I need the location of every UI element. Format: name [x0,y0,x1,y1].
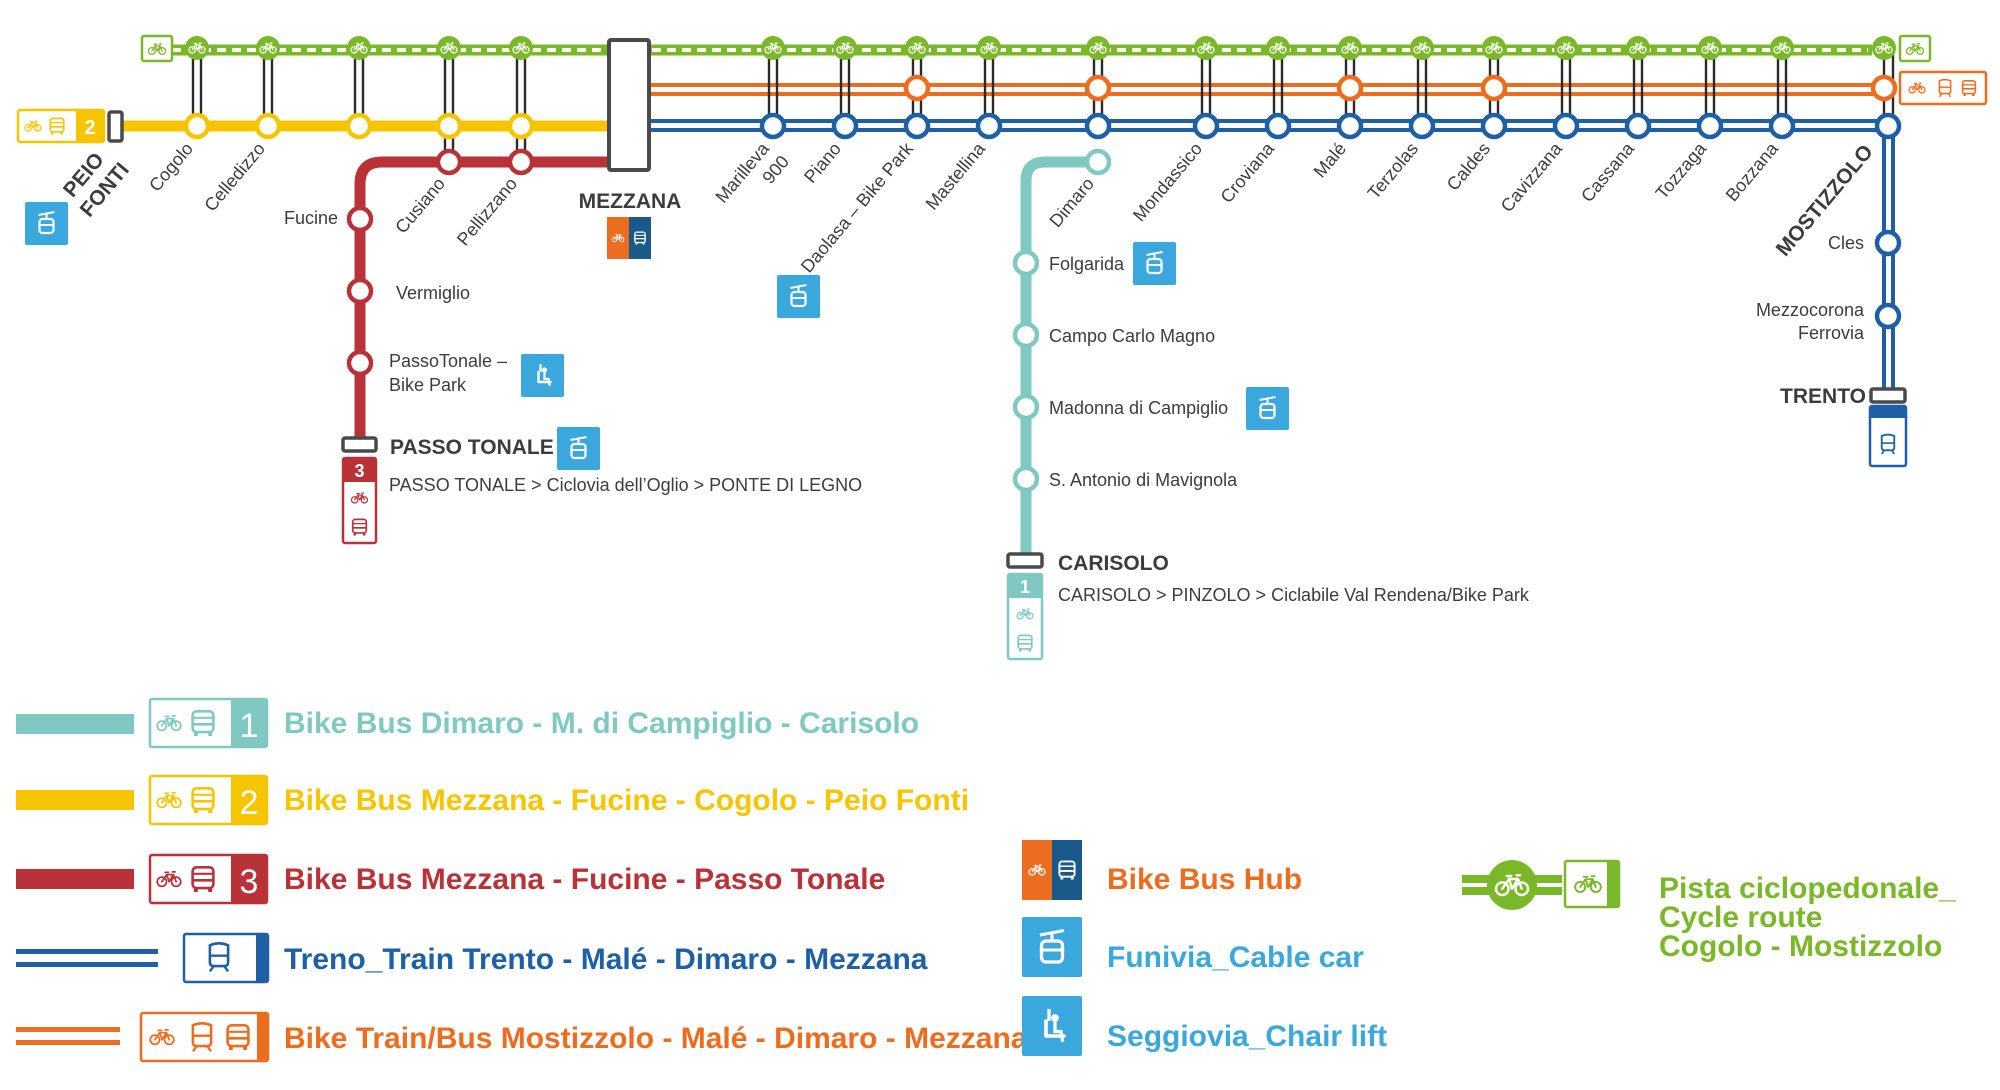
station-label: Piano [800,139,845,187]
legend-line-2: 2 Bike Bus Mezzana - Fucine - Cogolo - P… [16,774,969,826]
station-label: Campo Carlo Magno [1049,326,1215,346]
station-label: Tozzaga [1652,138,1711,203]
cablecar-icon [557,427,600,470]
stations-train [759,112,1902,330]
bike-train-line [648,83,1890,96]
station-label: Mondassico [1129,139,1206,225]
line-3 [354,156,612,440]
station-label: Cavizzana [1497,138,1567,216]
legend-cycle-label-2: Cycle route [1659,901,1822,934]
station-label: Cles [1828,233,1864,253]
trento-terminal [1869,387,1907,404]
trento-train-icon [1868,404,1908,468]
station-label: Terzolas [1364,139,1422,203]
legend-line-3: 3 Bike Bus Mezzana - Fucine - Passo Tona… [16,853,885,905]
legend-cablecar: Funivia_Cable car [1022,917,1364,977]
terminal-carisolo: CARISOLO [1058,552,1169,575]
cablecar-icon [1246,387,1289,430]
terminal-trento: TRENTO [1780,385,1866,408]
terminal-passo-tonale: PASSO TONALE [390,436,554,459]
station-label: Fucine [284,208,338,228]
legend-hub: Bike Bus Hub [1022,840,1302,900]
legend-chairlift: Seggiovia_Chair lift [1022,996,1387,1056]
cycle-stations [185,36,1896,60]
bike-train-badge [1898,70,1988,106]
route-passo-tonale: PASSO TONALE > Ciclovia dell’Oglio > PON… [389,475,862,495]
station-label: Cusiano [391,174,449,237]
station-label: Dimaro [1045,174,1098,231]
station-label: Bozzana [1722,138,1783,205]
cycle-route-line [168,44,1872,56]
stations-bike-train [903,74,1898,102]
legend-line-2-label: Bike Bus Mezzana - Fucine - Cogolo - Pei… [284,784,969,817]
cycle-end-left [140,34,174,63]
station-label: Madonna di Campiglio [1049,398,1228,418]
line-1-badge: 1 [1006,572,1044,661]
legend-cycle-label-3: Cogolo - Mostizzolo [1659,930,1942,963]
station-label: S. Antonio di Mavignola [1049,470,1238,490]
legend-chairlift-label: Seggiovia_Chair lift [1107,1020,1387,1053]
station-label: Caldes [1443,139,1494,195]
legend-line-3-label: Bike Bus Mezzana - Fucine - Passo Tonale [284,863,885,896]
mezzana-terminal [607,38,651,172]
cablecar-icon [25,202,68,245]
station-label: Cogolo [145,139,197,196]
terminal-mezzana: MEZZANA [579,190,682,213]
station-label: Celledizzo [200,139,269,215]
legend-bike-train: Bike Train/Bus Mostizzolo - Malé - Dimar… [16,1011,1028,1063]
station-label: Mastellina [922,138,990,214]
station-label: Folgarida [1049,254,1125,274]
line-2-number: 2 [84,117,95,139]
legend-hub-label: Bike Bus Hub [1107,863,1302,896]
legend-cablecar-label: Funivia_Cable car [1107,941,1364,974]
station-label: PassoTonale – [389,351,507,371]
line-1 [1020,156,1098,556]
legend-line-1: 1 Bike Bus Dimaro - M. di Campiglio - Ca… [16,697,919,749]
line-3-badge: 3 [341,456,378,545]
legend-bike-train-label: Bike Train/Bus Mostizzolo - Malé - Dimar… [284,1022,1028,1055]
legend-line-3-number: 3 [240,863,259,901]
legend-line-1-label: Bike Bus Dimaro - M. di Campiglio - Cari… [284,707,919,740]
station-label: Pellizzano [453,174,521,250]
cablecar-icon [1133,242,1176,285]
cablecar-icon [777,275,820,318]
peio-terminal [107,110,124,143]
station-label: Croviana [1216,138,1278,207]
legend-train-label: Treno_Train Trento - Malé - Dimaro - Mez… [284,943,928,976]
chairlift-icon [521,354,564,397]
line-3-number: 3 [354,461,364,481]
route-carisolo: CARISOLO > PINZOLO > Ciclabile Val Rende… [1058,585,1530,605]
stations-line-2 [183,112,535,140]
station-label: Cassana [1577,138,1639,206]
stations-line-3 [346,148,535,377]
connectors [191,52,1895,162]
line-2-badge: 2 [16,108,106,144]
legend-line-2-number: 2 [240,784,259,822]
station-label: Ferrovia [1798,323,1865,343]
cycle-end-right [1898,34,1932,63]
mezzana-hub-icon [607,217,651,259]
stations-line-1 [1012,148,1112,493]
legend-cycle-label-1: Pista ciclopedonale_ [1659,872,1956,905]
station-label: Malé [1310,139,1350,182]
legend-cycle: Pista ciclopedonale_ Cycle route Cogolo … [1462,859,1956,963]
passo-tonale-terminal [341,436,378,453]
station-label: Bike Park [389,375,467,395]
legend-train: Treno_Train Trento - Malé - Dimaro - Mez… [16,932,928,984]
carisolo-terminal [1006,552,1044,569]
station-label: Vermiglio [396,283,470,303]
legend-line-1-number: 1 [240,707,259,745]
line-1-number: 1 [1020,577,1030,597]
station-label: Mezzocorona [1756,300,1865,320]
